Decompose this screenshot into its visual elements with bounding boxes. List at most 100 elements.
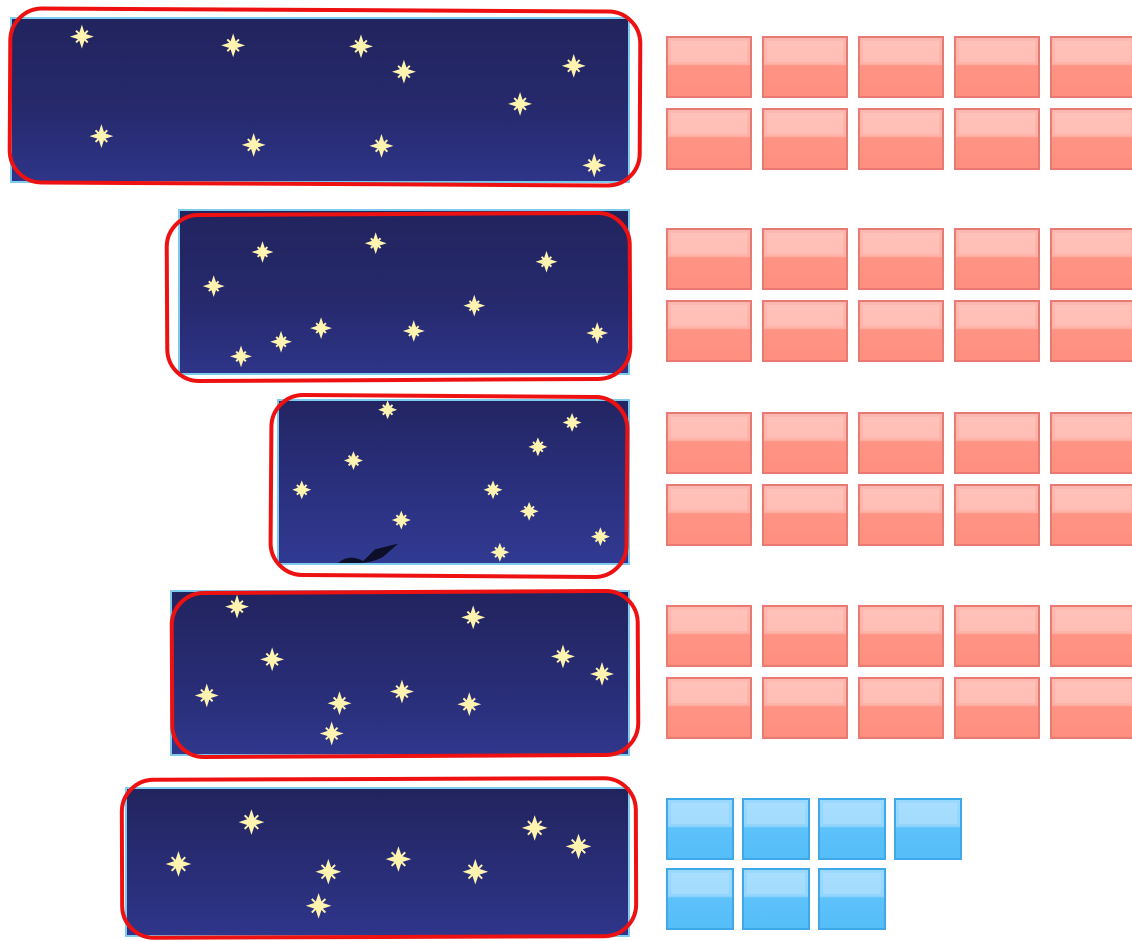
star-icon [406, 323, 422, 339]
star-icon [368, 235, 384, 251]
stars-group-4 [172, 592, 628, 754]
star-icon [389, 849, 408, 868]
block-tile [1050, 605, 1132, 667]
star-icon [93, 127, 111, 145]
star-icon [373, 137, 391, 155]
star-icon [511, 95, 529, 113]
star-icon [352, 38, 370, 56]
stars-group-2 [180, 211, 628, 373]
block-tile [954, 300, 1040, 362]
block-tile [954, 484, 1040, 546]
star-icon [224, 37, 242, 55]
block-tile [666, 677, 752, 739]
block-tile [1050, 677, 1132, 739]
star-icon [206, 278, 222, 294]
star-icon [522, 504, 536, 518]
star-icon [245, 136, 263, 154]
block-tile [762, 412, 848, 474]
block-tile [954, 605, 1040, 667]
star-icon [331, 694, 349, 712]
block-tile [858, 677, 944, 739]
block-tile [954, 36, 1040, 98]
night-sky-panel-4 [170, 590, 630, 756]
star-icon [319, 862, 338, 881]
stars-group-3 [279, 401, 628, 563]
block-tile [1050, 484, 1132, 546]
block-tile [666, 36, 752, 98]
star-icon [585, 157, 603, 175]
star-icon [313, 320, 329, 336]
star-icon [273, 334, 289, 350]
star-icon [461, 695, 479, 713]
block-grid-2 [666, 228, 1132, 362]
star-icon [464, 609, 482, 627]
block-tile [666, 798, 734, 860]
star-icon [381, 403, 395, 417]
star-icon [594, 530, 608, 544]
night-sky-panel-1 [10, 17, 630, 183]
star-icon [466, 862, 485, 881]
stars-group-5 [127, 789, 628, 935]
block-tile [762, 677, 848, 739]
star-icon [569, 837, 588, 856]
block-tile [666, 108, 752, 170]
star-icon [323, 725, 341, 743]
star-icon [539, 254, 555, 270]
star-icon [593, 665, 611, 683]
stars-group-1 [12, 19, 628, 181]
block-tile [858, 412, 944, 474]
star-icon [295, 483, 309, 497]
block-tile [858, 228, 944, 290]
block-tile [666, 412, 752, 474]
bird-silhouette-icon [338, 543, 399, 563]
block-tile [666, 484, 752, 546]
night-sky-panel-5 [125, 787, 630, 937]
night-sky-panel-2 [178, 209, 630, 375]
block-tile [954, 677, 1040, 739]
star-icon [73, 28, 91, 46]
block-grid-3 [666, 412, 1132, 546]
star-icon [531, 440, 545, 454]
block-tile [858, 605, 944, 667]
block-tile [1050, 412, 1132, 474]
block-tile [1050, 108, 1132, 170]
star-icon [394, 513, 408, 527]
star-icon [263, 651, 281, 669]
block-tile [762, 605, 848, 667]
star-icon [393, 683, 411, 701]
block-grid-4 [666, 605, 1132, 739]
block-grid-5 [666, 798, 962, 930]
block-tile [954, 108, 1040, 170]
block-tile [762, 36, 848, 98]
night-sky-panel-3 [277, 399, 630, 565]
block-tile [894, 798, 962, 860]
block-tile [858, 300, 944, 362]
block-tile [1050, 228, 1132, 290]
star-icon [347, 454, 361, 468]
star-icon [565, 416, 579, 430]
block-tile [666, 300, 752, 362]
block-tile [818, 868, 886, 930]
star-icon [525, 818, 544, 837]
block-tile [1050, 36, 1132, 98]
block-tile [762, 108, 848, 170]
block-tile [858, 484, 944, 546]
block-tile [742, 868, 810, 930]
block-tile [762, 484, 848, 546]
star-icon [309, 896, 328, 915]
star-icon [395, 63, 413, 81]
star-icon [486, 483, 500, 497]
block-tile [666, 868, 734, 930]
star-icon [242, 812, 261, 831]
star-icon [233, 349, 249, 365]
block-tile [666, 605, 752, 667]
block-tile [954, 412, 1040, 474]
block-tile [762, 228, 848, 290]
block-tile [1050, 300, 1132, 362]
block-tile [666, 228, 752, 290]
star-icon [589, 325, 605, 341]
block-tile [858, 36, 944, 98]
star-icon [169, 854, 188, 873]
block-tile [818, 798, 886, 860]
star-icon [554, 648, 572, 666]
